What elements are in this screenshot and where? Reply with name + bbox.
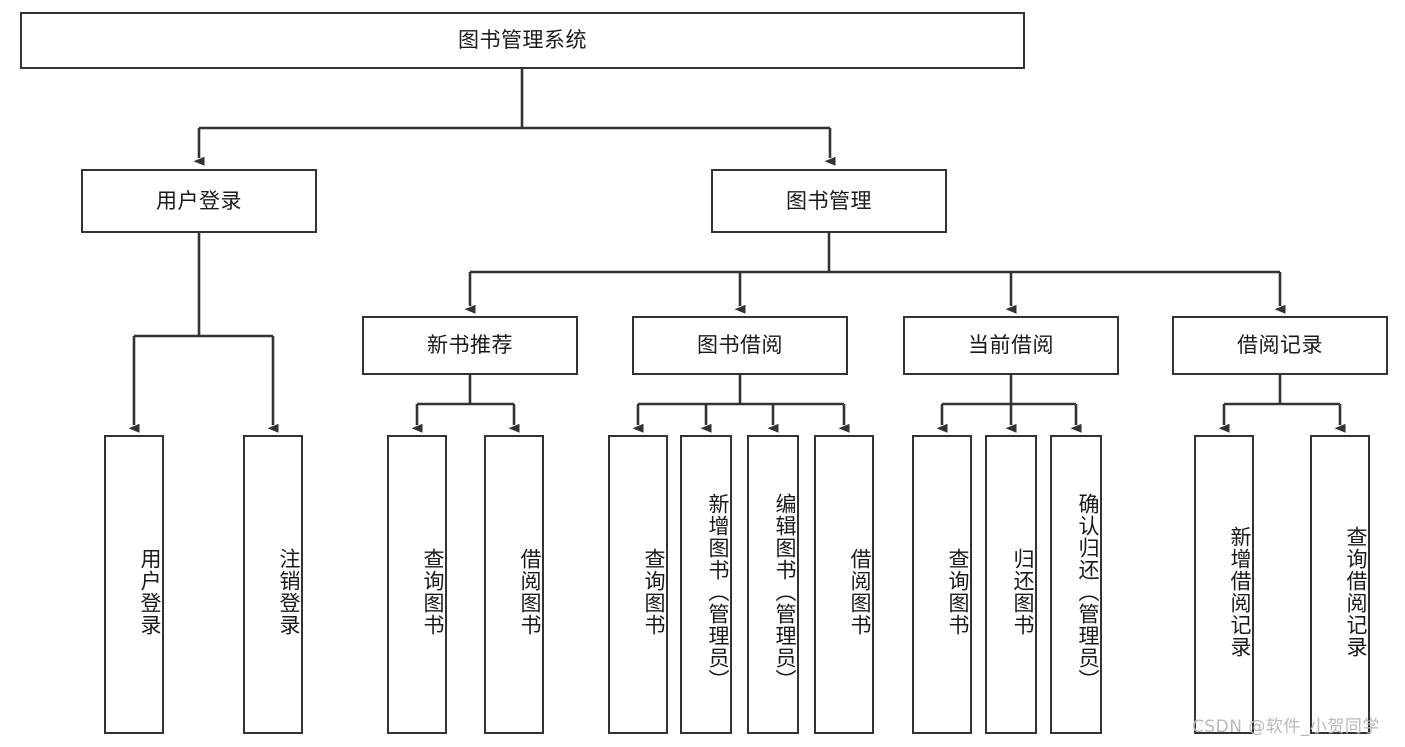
edge-group-root [193,69,836,166]
node-new-book-recommend[interactable]: 新书推荐 [362,316,578,375]
node-leaf-edit-book-admin[interactable]: 编辑图书（管理员） [747,435,799,734]
node-leaf-borrow-book-recommend[interactable]: 借阅图书 [484,435,544,734]
node-leaf-add-book-admin[interactable]: 新增图书（管理员） [680,435,732,734]
node-book-borrow-label: 图书借阅 [697,333,783,358]
node-leaf-query-borrow-record[interactable]: 查询借阅记录 [1310,435,1370,734]
node-root-label: 图书管理系统 [458,28,587,53]
node-book-manage[interactable]: 图书管理 [711,169,947,233]
edge-group-borrow-record [1218,375,1346,433]
node-leaf-query-book-borrow[interactable]: 查询图书 [608,435,668,734]
node-leaf-query-book-borrow-label: 查询图书 [642,547,666,636]
node-borrow-record[interactable]: 借阅记录 [1172,316,1388,375]
node-leaf-logout-label: 注销登录 [277,547,301,636]
node-current-borrow-label: 当前借阅 [968,333,1054,358]
edge-group-user-login [128,233,279,433]
node-leaf-query-book-recommend-label: 查询图书 [421,547,445,636]
node-leaf-edit-book-admin-label: 编辑图书（管理员） [773,492,797,691]
node-leaf-query-book-current[interactable]: 查询图书 [912,435,972,734]
node-borrow-record-label: 借阅记录 [1237,333,1323,358]
node-leaf-logout[interactable]: 注销登录 [243,435,303,734]
edge-group-current-borrow [936,375,1082,433]
node-book-borrow[interactable]: 图书借阅 [632,316,848,375]
edge-group-new-book-recommend [411,375,520,433]
node-leaf-borrow-book-recommend-label: 借阅图书 [518,547,542,636]
node-new-book-recommend-label: 新书推荐 [427,333,513,358]
node-leaf-query-book-current-label: 查询图书 [946,547,970,636]
edge-group-book-manage [464,233,1286,314]
node-leaf-query-borrow-record-label: 查询借阅记录 [1344,525,1368,658]
node-leaf-add-book-admin-label: 新增图书（管理员） [706,492,730,691]
node-leaf-confirm-return-admin-label: 确认归还（管理员） [1076,492,1100,691]
node-user-login-label: 用户登录 [156,188,242,213]
node-root[interactable]: 图书管理系统 [20,12,1025,69]
csdn-watermark: CSDN @软件_小贺同学 [1192,717,1380,737]
edge-group-book-borrow [632,375,850,433]
node-leaf-return-book[interactable]: 归还图书 [985,435,1037,734]
node-leaf-return-book-label: 归还图书 [1011,547,1035,636]
node-leaf-user-login-label: 用户登录 [138,547,162,636]
node-leaf-confirm-return-admin[interactable]: 确认归还（管理员） [1050,435,1102,734]
node-leaf-borrow-book-label: 借阅图书 [848,547,872,636]
node-user-login[interactable]: 用户登录 [81,169,317,233]
node-leaf-add-borrow-record[interactable]: 新增借阅记录 [1194,435,1254,734]
node-book-manage-label: 图书管理 [786,188,872,213]
node-current-borrow[interactable]: 当前借阅 [903,316,1119,375]
node-leaf-borrow-book[interactable]: 借阅图书 [814,435,874,734]
node-leaf-user-login[interactable]: 用户登录 [104,435,164,734]
node-leaf-query-book-recommend[interactable]: 查询图书 [387,435,447,734]
node-leaf-add-borrow-record-label: 新增借阅记录 [1228,525,1252,658]
